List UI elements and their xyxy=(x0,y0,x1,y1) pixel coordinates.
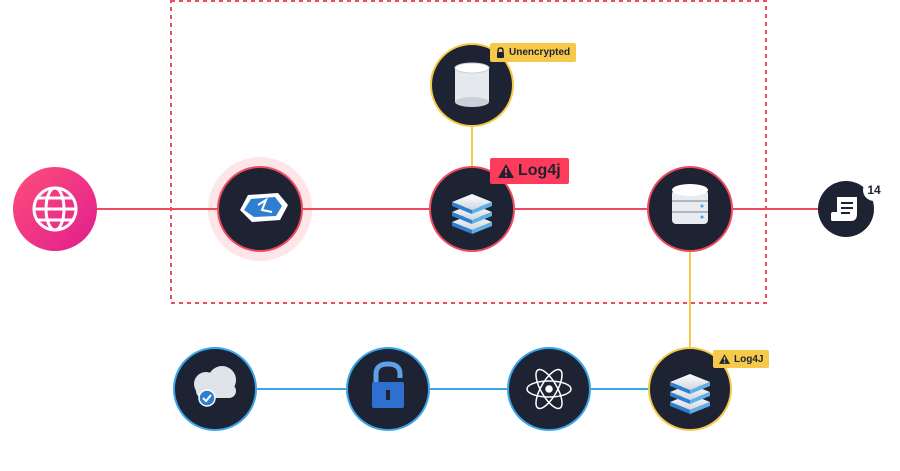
log4j-label: Log4j xyxy=(518,162,561,179)
internet-node[interactable] xyxy=(13,167,97,251)
vault-node[interactable] xyxy=(346,347,430,431)
globe-icon xyxy=(32,186,78,232)
shield-icon xyxy=(240,193,288,222)
layers-icon xyxy=(452,194,492,234)
lock-icon xyxy=(497,47,504,58)
padlock-icon xyxy=(372,361,404,408)
cloud-node[interactable] xyxy=(173,347,257,431)
layers-icon xyxy=(670,374,710,414)
logs-node[interactable] xyxy=(818,181,874,237)
cloud-check-icon xyxy=(194,366,236,407)
gateway-node[interactable] xyxy=(208,157,312,261)
server-secondary-node[interactable] xyxy=(648,347,732,431)
warning-icon xyxy=(719,354,730,364)
boundary-box xyxy=(170,0,767,304)
alert-count-badge: 14 xyxy=(863,179,885,201)
log4j-secondary-label: Log4J xyxy=(734,353,764,365)
database-node[interactable] xyxy=(647,166,733,252)
database-icon xyxy=(672,184,708,224)
log-document-icon xyxy=(831,197,857,221)
log4j-secondary-tag[interactable]: Log4J xyxy=(713,350,770,368)
cylinder-icon xyxy=(454,62,490,107)
atom-icon xyxy=(526,368,572,410)
warning-icon xyxy=(498,164,514,178)
unencrypted-tag[interactable]: Unencrypted xyxy=(490,43,577,62)
server-node[interactable] xyxy=(429,166,515,252)
app-node[interactable] xyxy=(507,347,591,431)
unencrypted-label: Unencrypted xyxy=(509,47,571,58)
storage-node[interactable] xyxy=(430,43,514,127)
log4j-alert-tag[interactable]: Log4j xyxy=(490,158,569,184)
